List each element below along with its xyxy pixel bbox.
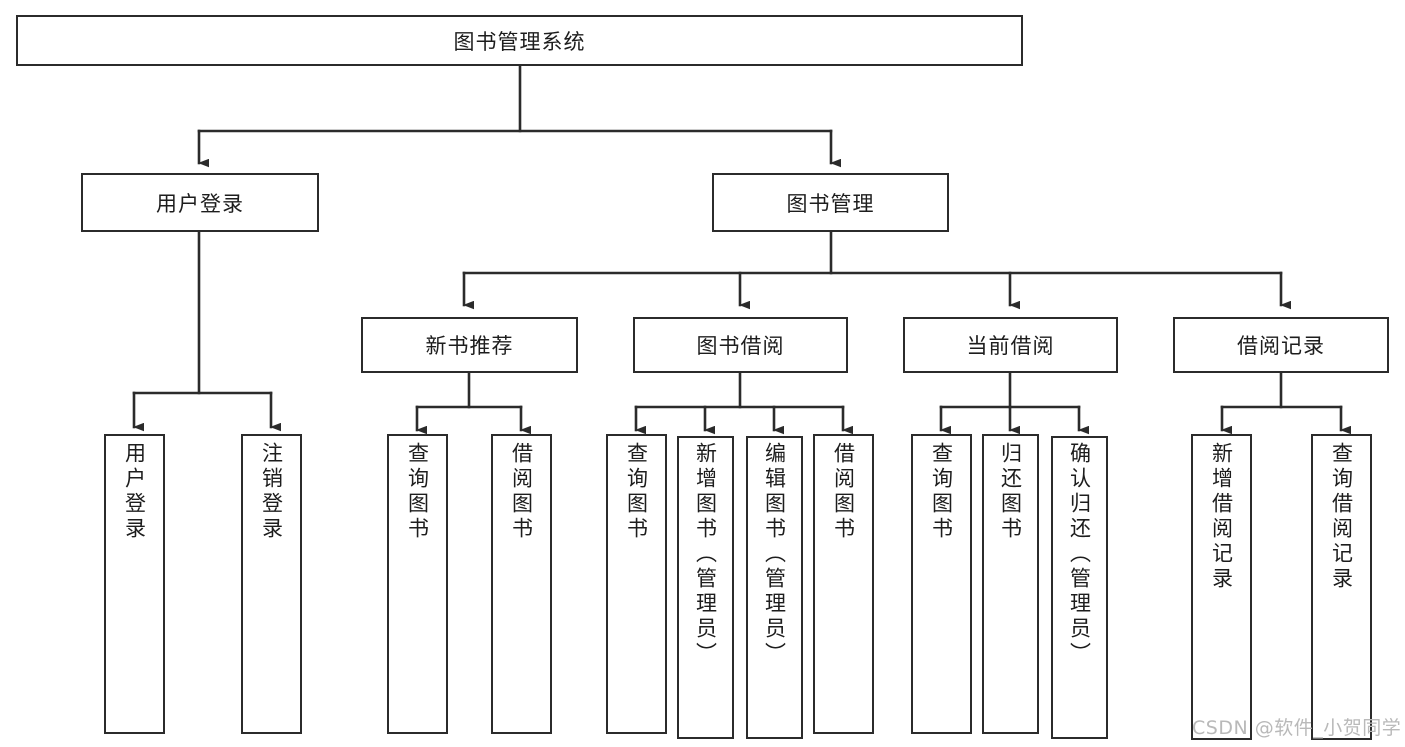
node-label: 用户登录 — [156, 191, 244, 216]
node-label: 注销登录 — [259, 442, 284, 542]
node-user-login[interactable]: 用户登录 — [81, 173, 319, 232]
leaf-current-confirm-return-admin[interactable]: 确认归还（管理员） — [1051, 436, 1108, 739]
node-label: 图书借阅 — [696, 334, 785, 358]
leaf-current-query-book[interactable]: 查询图书 — [911, 434, 972, 734]
node-label: 新增借阅记录 — [1209, 442, 1234, 592]
leaf-new-book-borrow[interactable]: 借阅图书 — [491, 434, 552, 734]
node-label: 新增图书（管理员） — [693, 442, 718, 667]
leaf-new-book-query[interactable]: 查询图书 — [387, 434, 448, 734]
node-new-book-recommend[interactable]: 新书推荐 — [361, 317, 578, 373]
node-label: 确认归还（管理员） — [1067, 442, 1092, 667]
leaf-borrow-edit-book-admin[interactable]: 编辑图书（管理员） — [746, 436, 803, 739]
node-label: 编辑图书（管理员） — [762, 442, 787, 667]
node-root-system[interactable]: 图书管理系统 — [16, 15, 1023, 66]
node-book-borrow[interactable]: 图书借阅 — [633, 317, 848, 373]
node-label: 查询图书 — [624, 442, 649, 542]
node-current-borrow[interactable]: 当前借阅 — [903, 317, 1118, 373]
node-book-management[interactable]: 图书管理 — [712, 173, 949, 232]
node-label: 借阅图书 — [831, 442, 856, 542]
node-label: 借阅图书 — [509, 442, 534, 542]
leaf-current-return-book[interactable]: 归还图书 — [982, 434, 1039, 734]
node-label: 归还图书 — [998, 442, 1023, 542]
node-label: 查询图书 — [929, 442, 954, 542]
node-label: 用户登录 — [122, 442, 147, 542]
node-label: 图书管理 — [786, 191, 875, 216]
node-label: 当前借阅 — [966, 334, 1055, 358]
leaf-user-login-logout[interactable]: 注销登录 — [241, 434, 302, 734]
node-label: 查询图书 — [405, 442, 430, 542]
node-label: 查询借阅记录 — [1329, 442, 1354, 592]
leaf-record-add-record[interactable]: 新增借阅记录 — [1191, 434, 1252, 740]
leaf-user-login-login[interactable]: 用户登录 — [104, 434, 165, 734]
node-label: 图书管理系统 — [453, 29, 586, 54]
node-borrow-record[interactable]: 借阅记录 — [1173, 317, 1389, 373]
csdn-watermark: CSDN @软件_小贺同学 — [1192, 717, 1402, 739]
node-label: 新书推荐 — [425, 334, 514, 358]
leaf-record-query-record[interactable]: 查询借阅记录 — [1311, 434, 1372, 740]
node-label: 借阅记录 — [1237, 334, 1325, 358]
leaf-borrow-borrow-book[interactable]: 借阅图书 — [813, 434, 874, 734]
leaf-borrow-add-book-admin[interactable]: 新增图书（管理员） — [677, 436, 734, 739]
leaf-borrow-query-book[interactable]: 查询图书 — [606, 434, 667, 734]
